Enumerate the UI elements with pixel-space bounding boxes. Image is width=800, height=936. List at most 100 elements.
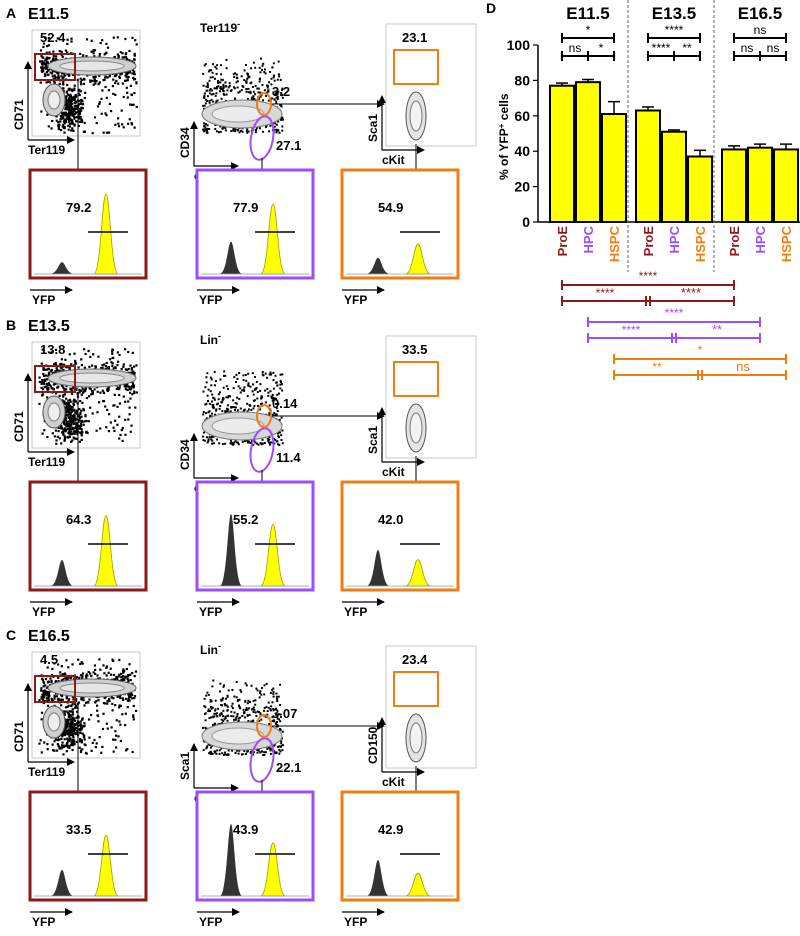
event-dot	[247, 97, 249, 100]
event-dot	[127, 367, 130, 371]
event-dot	[68, 735, 71, 738]
event-dot	[249, 90, 252, 93]
event-dot	[118, 673, 121, 676]
event-dot	[279, 78, 282, 81]
event-dot	[80, 438, 83, 441]
event-dot	[207, 710, 210, 713]
event-dot	[128, 385, 131, 389]
event-dot	[80, 83, 83, 86]
event-dot	[281, 94, 284, 97]
event-dot	[209, 700, 212, 703]
event-dot	[115, 79, 118, 82]
event-dot	[55, 442, 58, 445]
event-dot	[58, 369, 61, 372]
event-dot	[278, 749, 281, 751]
event-dot	[131, 671, 134, 675]
event-dot	[255, 381, 258, 383]
event-dot	[233, 441, 236, 444]
event-dot	[207, 388, 210, 391]
event-dot	[76, 710, 79, 713]
event-dot	[227, 395, 230, 397]
event-dot	[265, 124, 268, 127]
event-dot	[65, 102, 68, 105]
event-dot	[43, 429, 46, 432]
event-dot	[100, 97, 103, 100]
event-dot	[106, 76, 109, 79]
event-dot	[280, 434, 283, 437]
event-dot	[108, 74, 111, 77]
event-dot	[272, 91, 275, 94]
event-dot	[281, 744, 284, 747]
event-dot	[214, 413, 217, 416]
event-dot	[277, 443, 280, 446]
event-dot	[75, 120, 78, 123]
event-dot	[70, 720, 73, 723]
event-dot	[111, 350, 114, 353]
event-dot	[51, 72, 54, 75]
event-dot	[69, 112, 72, 116]
event-dot	[67, 729, 71, 732]
event-dot	[112, 92, 115, 95]
event-dot	[71, 127, 74, 130]
event-dot	[127, 681, 130, 684]
event-dot	[210, 706, 212, 708]
event-dot	[54, 738, 57, 741]
event-dot	[45, 51, 48, 54]
event-dot	[56, 739, 59, 742]
event-dot	[211, 442, 214, 445]
event-dot	[79, 723, 83, 726]
event-dot	[271, 720, 274, 723]
event-dot	[120, 109, 123, 112]
event-dot	[266, 713, 269, 716]
event-dot	[39, 81, 42, 84]
event-dot	[64, 723, 67, 726]
event-dot	[83, 722, 86, 725]
event-dot	[67, 399, 70, 402]
event-dot	[100, 112, 103, 115]
event-dot	[91, 741, 94, 744]
event-dot	[202, 413, 205, 416]
event-dot	[67, 98, 70, 101]
event-dot	[71, 120, 74, 124]
event-dot	[133, 58, 136, 61]
event-dot	[81, 103, 85, 106]
event-dot	[65, 95, 68, 98]
event-dot	[89, 79, 92, 82]
event-dot	[209, 414, 212, 417]
hspc-gate-percent: 3.07	[272, 706, 297, 721]
event-dot	[220, 718, 223, 721]
event-dot	[52, 54, 55, 58]
event-dot	[236, 377, 239, 380]
event-dot	[70, 727, 74, 730]
event-dot	[269, 708, 272, 710]
event-dot	[239, 391, 242, 394]
event-dot	[224, 704, 227, 707]
event-dot	[118, 704, 121, 707]
event-dot	[110, 361, 113, 364]
event-dot	[279, 704, 282, 706]
event-dot	[243, 711, 246, 713]
event-dot	[222, 720, 225, 723]
event-dot	[68, 724, 71, 727]
event-dot	[65, 90, 69, 93]
hspc-gate	[256, 404, 272, 428]
event-dot	[203, 96, 206, 99]
event-dot	[216, 85, 219, 88]
event-dot	[68, 435, 71, 439]
event-dot	[211, 405, 214, 408]
event-dot	[205, 412, 208, 415]
event-dot	[72, 122, 75, 125]
event-dot	[73, 432, 76, 435]
event-dot	[81, 718, 84, 721]
event-dot	[42, 68, 45, 71]
event-dot	[236, 129, 239, 132]
event-dot	[256, 391, 259, 394]
event-dot	[81, 698, 84, 701]
event-dot	[213, 715, 216, 718]
event-dot	[259, 71, 262, 74]
event-dot	[54, 382, 57, 385]
event-dot	[203, 705, 206, 708]
event-dot	[230, 710, 233, 713]
event-dot	[125, 368, 129, 371]
